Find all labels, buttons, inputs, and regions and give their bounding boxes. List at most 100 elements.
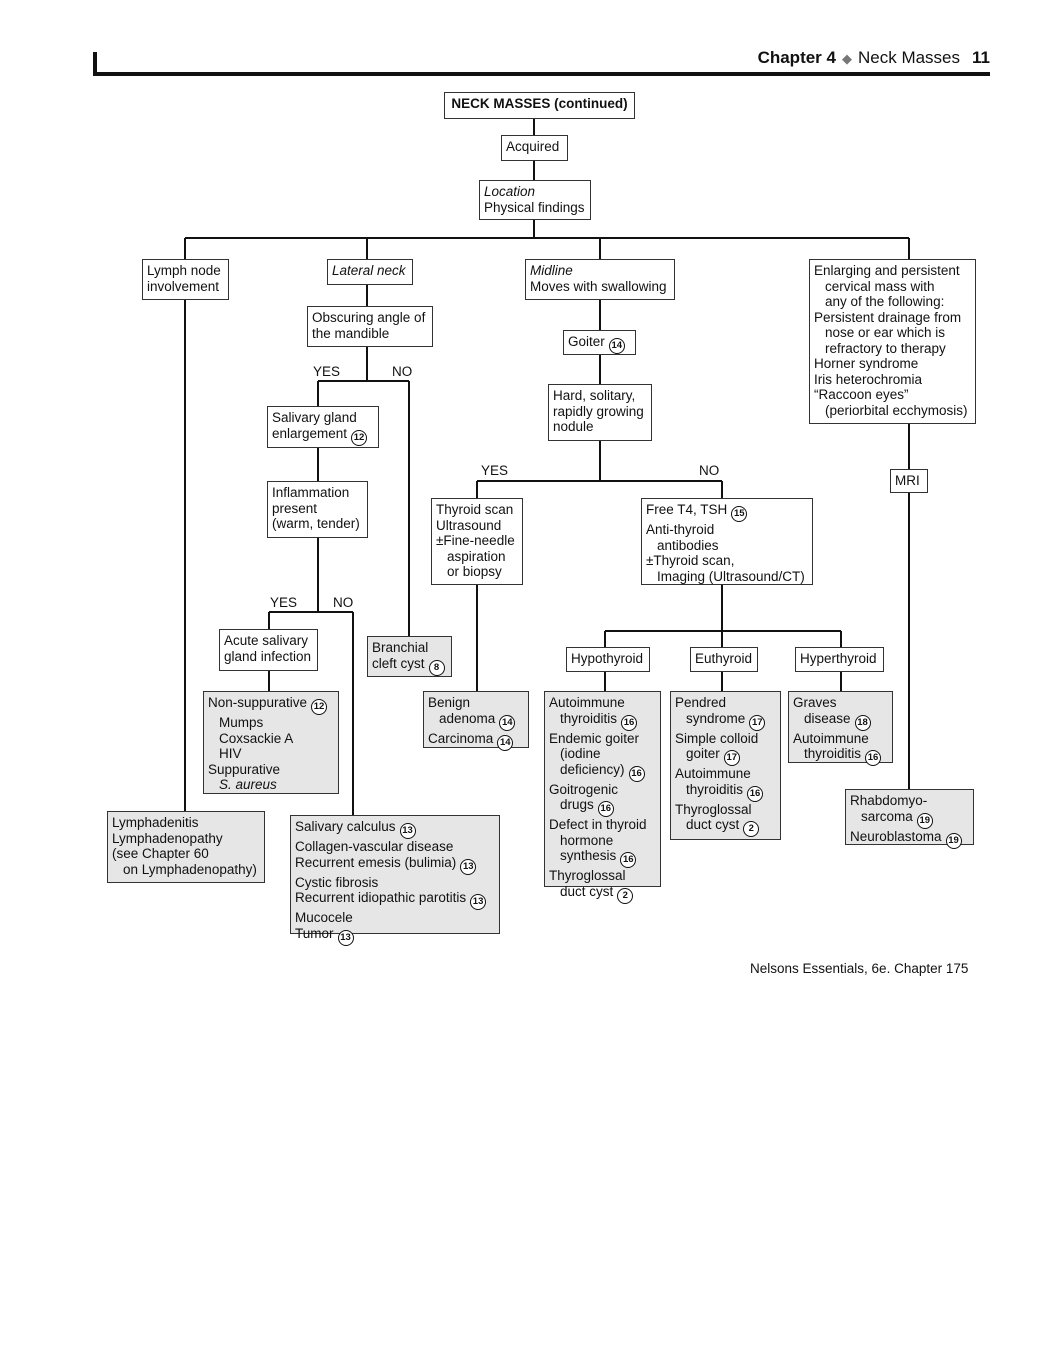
- benign-line3: Carcinoma: [428, 730, 494, 746]
- hard-line2: rapidly growing: [553, 403, 644, 419]
- header-rule: [93, 72, 990, 76]
- thyroid-scan-line1: Thyroid scan: [436, 502, 514, 517]
- hypo-l3: Endemic goiter: [549, 730, 640, 746]
- benign-ref-badge: 14: [499, 714, 516, 731]
- hypothyroid-text: Hypothyroid: [571, 651, 644, 666]
- node-acute-salivary: Acute salivary gland infection: [219, 629, 318, 671]
- hypo-r10-badge: 16: [620, 852, 637, 868]
- goiter-text: Goiter: [568, 334, 605, 349]
- label-no-inflammation: NO: [333, 595, 354, 610]
- nonsupp-line2: Mumps: [219, 715, 264, 730]
- node-lymphadenitis: Lymphadenitis Lymphadenopathy (see Chapt…: [107, 811, 265, 883]
- rhabdo-l3: Neuroblastoma: [850, 828, 942, 844]
- eu-l8: duct cyst: [686, 817, 740, 832]
- hyper-l4: thyroiditis: [804, 746, 862, 761]
- eu-r2-badge: 17: [749, 714, 766, 731]
- eu-l7: Thyroglossal: [675, 801, 752, 817]
- goiter-ref-badge: 14: [608, 338, 625, 354]
- label-yes-nodule: YES: [481, 463, 509, 478]
- hypo-l8: Defect in thyroid: [549, 817, 647, 832]
- enlarging-line5: nose or ear which is: [825, 325, 946, 340]
- section-label: Neck Masses: [857, 48, 961, 67]
- lymphadenitis-l3: (see Chapter 60: [112, 846, 209, 861]
- thyroid-scan-line3: ±Fine-needle: [436, 533, 515, 548]
- node-location-line1: Location: [484, 184, 536, 199]
- lymphadenitis-l2: Lymphadenopathy: [112, 830, 223, 846]
- calculus-r5-badge: 13: [470, 894, 487, 910]
- header-corner-rule: [93, 52, 97, 76]
- diamond-icon: ◆: [841, 51, 852, 66]
- hypo-r12-badge: 2: [617, 887, 634, 904]
- label-yes-lateral: YES: [313, 364, 341, 379]
- nonsupp-line5: Suppurative: [208, 761, 281, 777]
- hypo-l4: (iodine: [560, 746, 601, 761]
- hypo-l5: deficiency): [560, 761, 625, 777]
- node-lateral-text: Lateral neck: [332, 263, 406, 278]
- hypo-r7-badge: 16: [597, 801, 614, 817]
- lymphadenitis-l4: on Lymphadenopathy): [123, 861, 257, 877]
- rhabdo-r2-badge: 19: [916, 812, 933, 829]
- enlarging-line10: (periorbital ecchymosis): [825, 402, 968, 418]
- hypo-l9: hormone: [560, 832, 614, 848]
- free-t4-line3: antibodies: [657, 537, 719, 553]
- calculus-l3: Recurrent emesis (bulimia): [295, 854, 457, 870]
- salivary-ref-badge: 12: [351, 429, 368, 446]
- calculus-l2: Collagen-vascular disease: [295, 839, 454, 854]
- hyper-l3: Autoimmune: [793, 730, 869, 746]
- eu-r4-badge: 17: [723, 750, 740, 766]
- nonsupp-ref-badge: 12: [311, 699, 328, 715]
- calculus-l6: Mucocele: [295, 910, 353, 925]
- enlarging-line1: Enlarging and persistent: [814, 263, 960, 278]
- calculus-r7-badge: 13: [337, 929, 354, 946]
- flowchart-title-text: NECK MASSES (continued): [451, 96, 628, 111]
- nonsupp-line1: Non-suppurative: [208, 695, 308, 710]
- hypo-l6: Goitrogenic: [549, 781, 619, 797]
- hard-line1: Hard, solitary,: [553, 388, 636, 403]
- thyroid-scan-line5: or biopsy: [447, 564, 502, 579]
- calculus-l7: Tumor: [295, 925, 334, 941]
- thyroid-scan-line4: aspiration: [447, 548, 506, 564]
- nonsupp-line3: Coxsackie A: [219, 730, 294, 746]
- rhabdo-r3-badge: 19: [945, 832, 962, 849]
- carcinoma-ref-badge: 14: [497, 734, 514, 751]
- hypo-l1: Autoimmune: [549, 695, 625, 710]
- node-location: Location Physical findings: [479, 180, 591, 220]
- free-t4-line1: Free T4, TSH: [646, 502, 728, 517]
- eu-r8-badge: 2: [743, 821, 760, 837]
- inflammation-line1: Inflammation: [272, 485, 350, 500]
- thyroid-scan-line2: Ultrasound: [436, 517, 502, 533]
- hard-line3: nodule: [553, 419, 594, 434]
- flowchart-title: NECK MASSES (continued): [444, 92, 635, 119]
- enlarging-line7: Horner syndrome: [814, 356, 919, 371]
- inflammation-line3: (warm, tender): [272, 516, 360, 531]
- salivary-line1: Salivary gland: [272, 410, 357, 425]
- branchial-ref-badge: 8: [428, 659, 445, 676]
- calculus-l4: Cystic fibrosis: [295, 874, 379, 890]
- label-no-lateral: NO: [392, 364, 413, 379]
- node-lymph-line2: involvement: [147, 278, 220, 294]
- hypo-r5-badge: 16: [628, 765, 645, 782]
- node-enlarging-mass: Enlarging and persistent cervical mass w…: [809, 259, 976, 424]
- free-t4-line5: Imaging (Ultrasound/CT): [657, 568, 805, 584]
- hyper-l1: Graves: [793, 695, 837, 710]
- benign-line1: Benign: [428, 695, 471, 710]
- branchial-line1: Branchial: [372, 640, 429, 655]
- node-thyroid-scan: Thyroid scan Ultrasound ±Fine-needle asp…: [431, 498, 523, 585]
- hypo-l2: thyroiditis: [560, 710, 618, 726]
- nonsupp-line4: HIV: [219, 746, 242, 761]
- enlarging-line2: cervical mass with: [825, 278, 935, 294]
- enlarging-line8: Iris heterochromia: [814, 371, 923, 387]
- node-euthyroid: Euthyroid: [690, 647, 758, 672]
- hyper-l2: disease: [804, 710, 851, 726]
- source-footer: Nelsons Essentials, 6e. Chapter 175: [750, 961, 969, 976]
